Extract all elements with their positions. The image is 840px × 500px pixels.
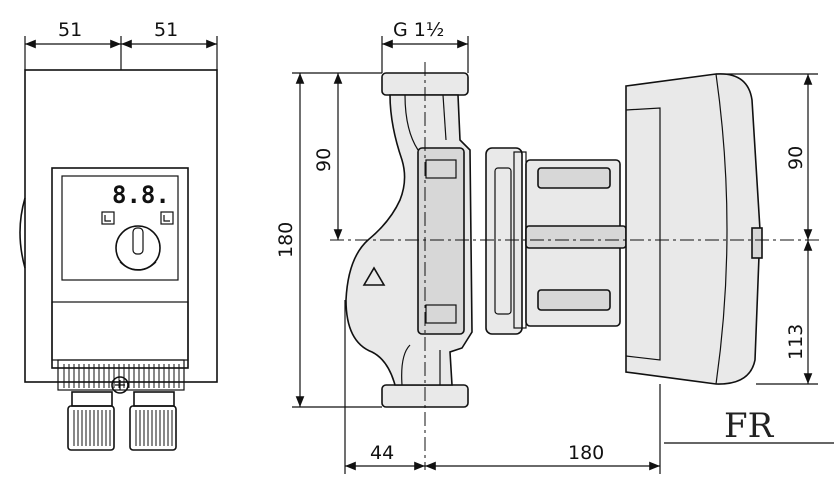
ribbed-strip [57, 359, 185, 391]
mode-right-icon [160, 211, 174, 225]
screw-icon [111, 376, 129, 394]
brand-logo: FR [664, 406, 834, 446]
coupling-ring [485, 147, 523, 335]
dim-port-offset: 44 [370, 442, 394, 464]
dim-front-left-width: 51 [58, 19, 82, 41]
control-box [51, 167, 189, 369]
bolt-upper [537, 167, 611, 189]
dim-front-right-width: 51 [154, 19, 178, 41]
flow-arrow-icon [362, 266, 386, 286]
pump-head [417, 147, 465, 335]
motor-housing [625, 73, 761, 385]
display-panel [61, 175, 179, 281]
dim-overall-height: 180 [275, 222, 297, 258]
dim-upper-height: 90 [313, 148, 335, 172]
bolt-middle [525, 225, 627, 249]
mode-left-icon [101, 211, 115, 225]
dim-motor-lower-height: 113 [785, 324, 807, 360]
side-view: G 1½ 180 90 90 113 44 180 [275, 19, 820, 474]
display-readout: 8.8. [112, 181, 170, 209]
dim-depth: 180 [568, 442, 604, 464]
cable-gland-left [67, 391, 115, 451]
bolt-lower [537, 289, 611, 311]
logo-text: FR [724, 406, 775, 446]
front-view: 8.8. 51 5 [19, 19, 218, 451]
front-side-bulge [19, 197, 26, 269]
motor-end-cap [751, 227, 763, 259]
cable-gland-right [129, 391, 177, 451]
control-knob-icon [115, 225, 161, 271]
dim-thread: G 1½ [393, 19, 444, 41]
dim-motor-upper-height: 90 [785, 146, 807, 170]
terminal-cover [51, 301, 189, 361]
